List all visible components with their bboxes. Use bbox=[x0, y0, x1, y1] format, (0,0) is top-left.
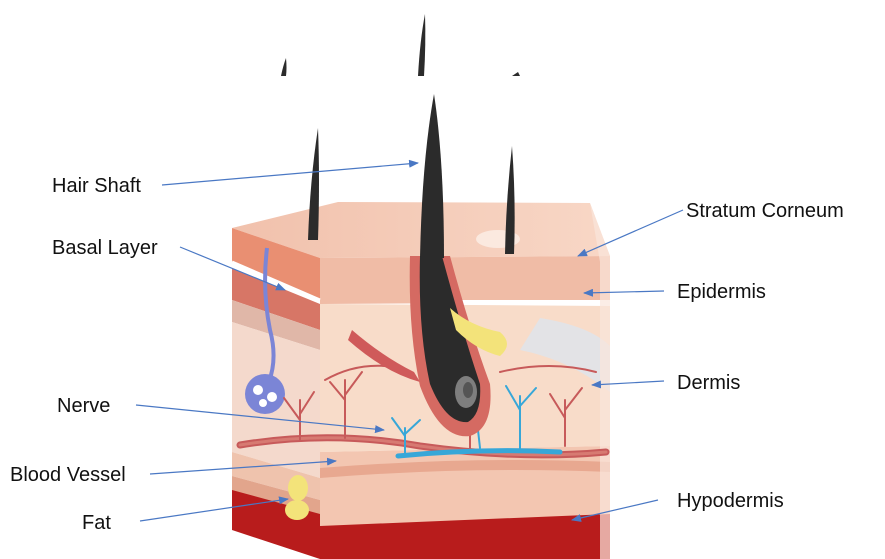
label-blood-vessel: Blood Vessel bbox=[10, 464, 126, 486]
label-stratum-corneum: Stratum Corneum bbox=[686, 200, 844, 222]
epidermis-band bbox=[320, 256, 610, 304]
hair-tips-top bbox=[281, 14, 520, 76]
label-basal-layer: Basal Layer bbox=[52, 237, 158, 259]
label-nerve: Nerve bbox=[57, 395, 110, 417]
main-hair-shaft bbox=[420, 94, 444, 258]
label-hypodermis: Hypodermis bbox=[677, 490, 784, 512]
label-fat: Fat bbox=[82, 512, 111, 534]
label-dermis: Dermis bbox=[677, 372, 740, 394]
skin-block bbox=[232, 94, 610, 559]
label-epidermis: Epidermis bbox=[677, 281, 766, 303]
leader-hair-shaft bbox=[162, 163, 418, 185]
label-hair-shaft: Hair Shaft bbox=[52, 175, 141, 197]
